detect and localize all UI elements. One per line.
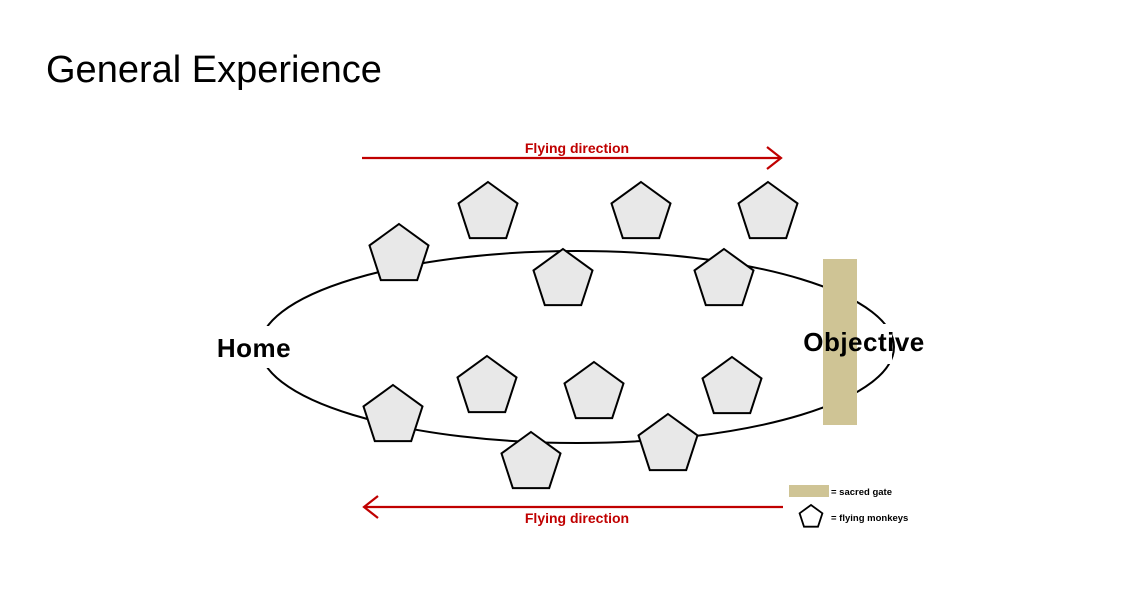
- flying-monkey-icon: [532, 248, 594, 307]
- flying-monkey-icon: [693, 248, 755, 307]
- sacred-gate: [823, 259, 857, 425]
- flying-monkey-icon: [737, 181, 799, 240]
- flying-monkey-icon: [362, 384, 424, 443]
- flying-monkey-icon: [457, 181, 519, 240]
- flying-monkey-icon: [563, 361, 625, 420]
- top-arrow-label: Flying direction: [525, 140, 629, 156]
- flying-monkey-icon: [701, 356, 763, 415]
- flying-monkey-icon: [456, 355, 518, 414]
- flying-monkey-icon: [637, 413, 699, 472]
- flying-monkey-icon: [368, 223, 430, 282]
- home-label: Home: [217, 333, 291, 363]
- top-flying-direction-arrow: [362, 146, 783, 170]
- bottom-flying-direction-arrow: [362, 495, 783, 519]
- legend: = sacred gate = flying monkeys: [789, 485, 908, 528]
- legend-monkeys-label: = flying monkeys: [831, 513, 908, 524]
- bottom-arrow-label: Flying direction: [525, 510, 629, 526]
- page-title: General Experience: [46, 49, 382, 91]
- flying-monkey-legend-icon: [798, 503, 824, 528]
- flying-monkey-icon: [610, 181, 672, 240]
- legend-gate-label: = sacred gate: [831, 487, 892, 498]
- objective-label: Objective: [803, 327, 925, 357]
- sacred-gate-legend-swatch: [789, 485, 829, 497]
